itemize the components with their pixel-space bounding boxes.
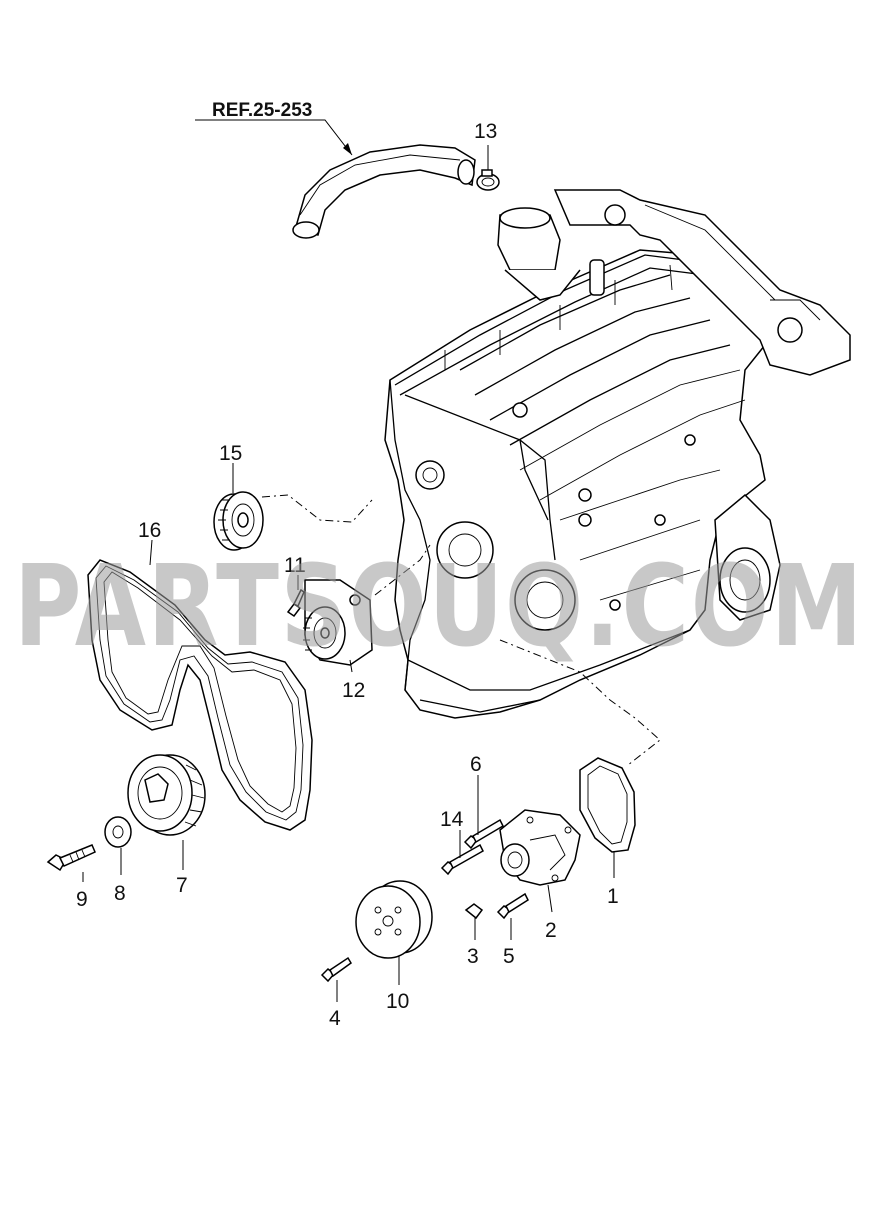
- crank-pulley-7: [127, 754, 206, 870]
- bolt-6: [463, 775, 504, 850]
- bolt-5: [496, 892, 529, 940]
- bolt-4: [320, 956, 352, 1002]
- callout-1: 1: [607, 885, 619, 908]
- callout-12: 12: [342, 679, 365, 702]
- washer-8: [104, 816, 132, 875]
- egr-assembly: [497, 189, 851, 376]
- callout-8: 8: [114, 882, 126, 905]
- reference-label: REF.25-253: [212, 100, 312, 121]
- callout-4: 4: [329, 1007, 341, 1030]
- callout-2: 2: [545, 919, 557, 942]
- drive-belt-16: [87, 539, 313, 831]
- engine-block: [384, 249, 781, 719]
- gasket-1: [499, 639, 661, 878]
- bolt-11: [286, 575, 305, 618]
- coolant-hose: [195, 119, 476, 239]
- watermark: PARTSOUQ.COM: [14, 542, 864, 672]
- callout-3: 3: [467, 945, 479, 968]
- water-pump-pulley-10: [355, 880, 433, 985]
- tensioner-12: [303, 544, 431, 673]
- callout-14: 14: [440, 808, 464, 831]
- callout-13: 13: [474, 120, 497, 143]
- hose-clamp-13: [476, 145, 500, 191]
- water-pump-2: [499, 809, 581, 913]
- callout-10: 10: [386, 990, 409, 1013]
- nut-3: [464, 903, 484, 940]
- bolt-14: [440, 830, 484, 876]
- callout-5: 5: [503, 945, 515, 968]
- callout-15: 15: [219, 442, 242, 465]
- callout-9: 9: [76, 888, 88, 911]
- callout-11: 11: [284, 554, 306, 577]
- idler-pulley-15: [213, 463, 373, 551]
- bolt-9: [46, 844, 96, 882]
- callout-16: 16: [138, 519, 161, 542]
- callout-7: 7: [176, 874, 188, 897]
- callout-6: 6: [470, 753, 482, 776]
